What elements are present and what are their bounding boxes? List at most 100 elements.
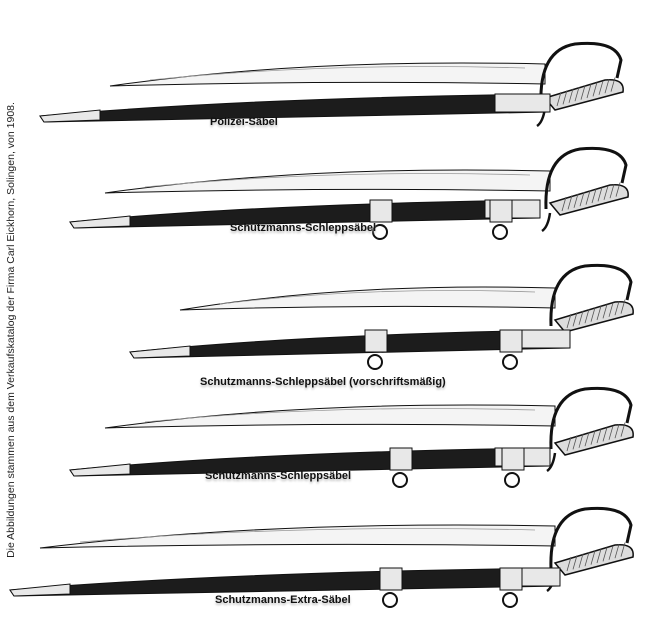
- grip-wire: [586, 83, 592, 99]
- grip-wire: [568, 88, 574, 103]
- blade: [104, 404, 556, 429]
- grip-wire: [620, 422, 626, 437]
- grip-wire: [609, 184, 615, 199]
- guard: [549, 386, 633, 450]
- blade: [39, 524, 556, 549]
- grip: [553, 424, 634, 456]
- grip-wire: [602, 304, 608, 319]
- grip-wire: [584, 552, 590, 567]
- grip-wire: [566, 313, 572, 329]
- caption-schleppsaebel-1: Schutzmanns-Schleppsäbel: [230, 222, 377, 234]
- grip-wire: [602, 547, 608, 562]
- grip-wire: [615, 182, 621, 197]
- carrying-ring: [392, 472, 408, 488]
- grip-wire: [596, 305, 602, 321]
- scabbard-throat: [514, 329, 571, 349]
- source-note: Die Abbildungen stammen aus dem Verkaufs…: [5, 102, 17, 558]
- guard: [549, 263, 633, 327]
- grip-wire: [602, 427, 608, 442]
- caption-extra-saebel: Schutzmanns-Extra-Säbel: [215, 594, 351, 606]
- guard: [549, 506, 633, 570]
- grip-wire: [579, 192, 585, 207]
- carrying-ring: [382, 592, 398, 608]
- grip-wire: [614, 424, 620, 439]
- grip-wire: [580, 85, 586, 100]
- grip: [553, 544, 634, 576]
- grip-wire: [578, 310, 584, 325]
- scabbard-chape: [129, 345, 191, 359]
- quillon: [546, 452, 557, 473]
- grip: [553, 301, 634, 333]
- grip-wire: [591, 188, 597, 204]
- grip-wire: [585, 190, 591, 205]
- blade-fuller: [149, 66, 526, 81]
- scabbard: [39, 93, 551, 123]
- scabbard-band: [501, 447, 525, 471]
- grip-wire: [608, 425, 614, 440]
- grip-wire: [590, 550, 596, 565]
- grip-wire: [566, 436, 572, 452]
- scabbard-chape: [39, 109, 101, 123]
- blade-fuller: [219, 290, 536, 305]
- blade: [179, 286, 556, 311]
- grip-wire: [590, 307, 596, 322]
- grip-wire: [567, 195, 573, 210]
- blade: [104, 169, 551, 194]
- grip-wire: [584, 432, 590, 447]
- grip-wire: [592, 82, 598, 97]
- scabbard-chape: [9, 583, 71, 597]
- grip-wire: [620, 542, 626, 557]
- carrying-ring: [372, 224, 388, 240]
- grip-wire: [573, 193, 579, 208]
- grip-wire: [614, 544, 620, 559]
- grip-wire: [572, 555, 578, 570]
- carrying-ring: [367, 354, 383, 370]
- scabbard-band: [369, 199, 393, 223]
- grip-wire: [610, 77, 616, 92]
- grip-wire: [584, 309, 590, 324]
- guard: [539, 41, 623, 105]
- blade: [109, 62, 546, 87]
- blade-fuller: [79, 528, 536, 543]
- quillon: [541, 212, 552, 233]
- grip: [548, 184, 629, 216]
- grip-wire: [598, 80, 604, 95]
- grip-wire: [608, 545, 614, 560]
- scabbard: [9, 567, 561, 597]
- grip-wire: [578, 433, 584, 448]
- grip-wire: [562, 90, 568, 105]
- grip-wire: [572, 312, 578, 327]
- grip-wire: [620, 299, 626, 314]
- grip: [543, 79, 624, 111]
- grip-wire: [596, 548, 602, 564]
- scabbard-band: [389, 447, 413, 471]
- carrying-ring: [504, 472, 520, 488]
- scabbard-band: [499, 329, 523, 353]
- scabbard-chape: [69, 215, 131, 229]
- grip-wire: [597, 187, 603, 202]
- grip-wire: [603, 185, 609, 200]
- guard: [544, 146, 628, 210]
- scabbard-band: [499, 567, 523, 591]
- grip-wire: [596, 428, 602, 444]
- caption-schleppsaebel-vorschrift: Schutzmanns-Schleppsäbel (vorschriftsmäß…: [200, 376, 446, 388]
- grip-wire: [590, 430, 596, 445]
- grip-wire: [614, 301, 620, 316]
- carrying-ring: [492, 224, 508, 240]
- carrying-ring: [502, 354, 518, 370]
- scabbard-throat: [494, 93, 551, 113]
- blade-fuller: [144, 173, 531, 188]
- grip-wire: [561, 196, 567, 212]
- blade-fuller: [144, 408, 536, 423]
- grip-wire: [572, 435, 578, 450]
- scabbard-band: [489, 199, 513, 223]
- grip-wire: [574, 87, 580, 102]
- caption-schleppsaebel-2: Schutzmanns-Schleppsäbel: [205, 470, 352, 482]
- scabbard-chape: [69, 463, 131, 477]
- grip-wire: [556, 91, 562, 107]
- grip-wire: [578, 553, 584, 568]
- scabbard-band: [379, 567, 403, 591]
- scabbard-band: [364, 329, 388, 353]
- caption-polizei-saebel: Polizei-Säbel: [210, 116, 278, 128]
